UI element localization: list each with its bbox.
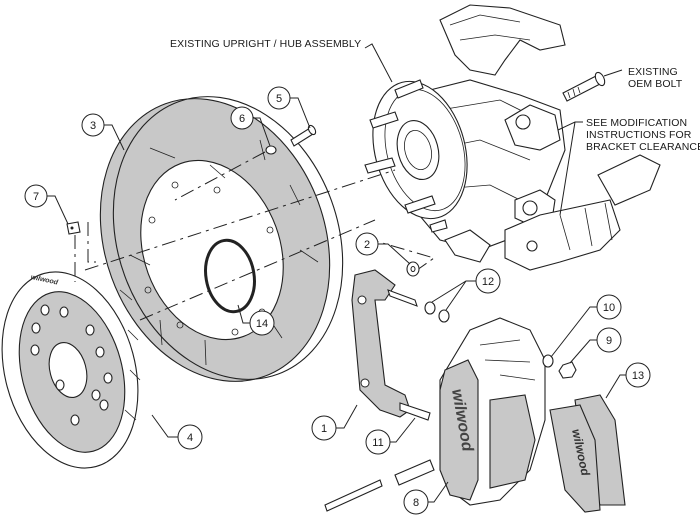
- svg-text:12: 12: [482, 276, 494, 288]
- callout-7: 7: [24, 184, 69, 225]
- callout-6: 6: [230, 106, 271, 147]
- svg-text:8: 8: [413, 497, 419, 509]
- svg-text:4: 4: [187, 432, 193, 444]
- oem-bolt-note-line1: EXISTING: [628, 66, 678, 78]
- hub-axis-line: [84, 169, 396, 271]
- svg-text:11: 11: [372, 437, 383, 449]
- callout-8: 8: [403, 481, 449, 515]
- modification-note-line3: BRACKET CLEARANCE: [586, 141, 700, 153]
- modification-note-line2: INSTRUCTIONS FOR: [586, 129, 692, 141]
- upright-hub-assembly: [364, 4, 661, 271]
- svg-text:7: 7: [33, 191, 39, 203]
- modification-leader: [557, 121, 583, 216]
- callout-2: 2: [355, 232, 411, 265]
- existing-oem-bolt: [562, 69, 623, 102]
- callout-3: 3: [81, 113, 125, 151]
- rotor-axis-line: [139, 219, 376, 321]
- callout-11: 11: [365, 417, 416, 455]
- modification-note-line1: SEE MODIFICATION: [586, 117, 688, 129]
- bridge-washer: [542, 354, 554, 368]
- clip-nut: [66, 221, 96, 282]
- upright-leader: [364, 43, 393, 83]
- rotor-bolt-washer: [265, 145, 277, 155]
- callout-4: 4: [151, 414, 203, 450]
- caliper: wilwood: [439, 317, 546, 506]
- shim-washer-2: [438, 309, 450, 323]
- svg-text:13: 13: [632, 370, 644, 382]
- rotor-bolt: [290, 124, 317, 147]
- svg-text:6: 6: [239, 113, 245, 125]
- svg-text:14: 14: [256, 318, 268, 330]
- rotor-hat: wilwood: [1, 271, 141, 469]
- callout-12: 12: [431, 268, 501, 311]
- upright-hub-note: EXISTING UPRIGHT / HUB ASSEMBLY: [170, 38, 362, 50]
- callout-14: 14: [237, 304, 275, 336]
- svg-text:2: 2: [364, 239, 370, 251]
- callout-5: 5: [267, 86, 311, 129]
- caliper-bracket: [351, 269, 431, 421]
- rotor-bolt-axis: [174, 151, 266, 201]
- bridge-nut: [558, 361, 577, 379]
- caliper-pin: [324, 459, 435, 512]
- svg-text:9: 9: [606, 335, 612, 347]
- rotor: [99, 96, 344, 382]
- svg-text:3: 3: [90, 120, 96, 132]
- brake-pads: wilwood: [549, 394, 626, 513]
- svg-text:10: 10: [603, 302, 615, 314]
- callout-9: 9: [569, 327, 622, 364]
- shim-washer-1: [424, 301, 436, 315]
- svg-text:5: 5: [276, 93, 282, 105]
- callout-10: 10: [550, 294, 622, 358]
- callout-13: 13: [605, 362, 651, 399]
- svg-text:1: 1: [321, 423, 327, 435]
- callout-1: 1: [311, 404, 358, 441]
- oem-bolt-note-line2: OEM BOLT: [628, 78, 683, 90]
